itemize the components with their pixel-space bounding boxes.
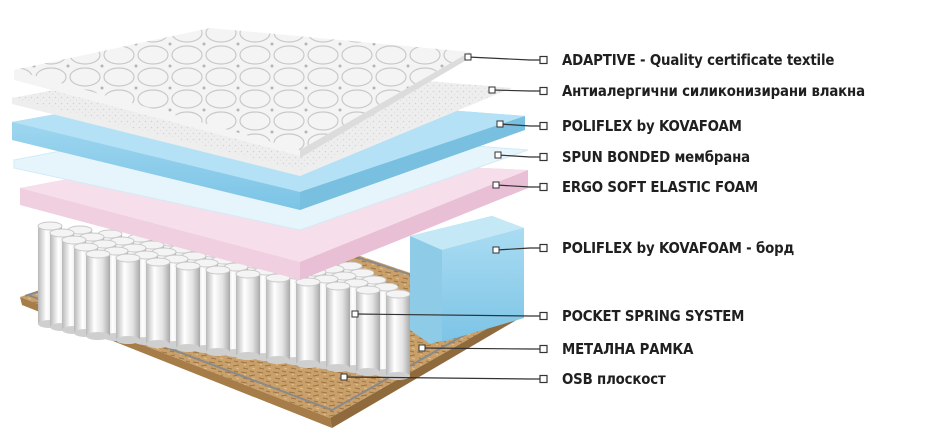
spring-coil — [325, 281, 351, 372]
spring-coil — [235, 269, 261, 360]
spring-coil — [145, 257, 171, 348]
spring-coil — [385, 289, 411, 380]
leader-ergo — [492, 181, 548, 192]
quilted-textile-top — [14, 28, 470, 158]
label-poliflex: POLIFLEX by KOVAFOAM — [562, 117, 742, 135]
leader-spun — [494, 151, 548, 162]
leader-adaptive — [464, 53, 548, 65]
label-spun: SPUN BONDED мембрана — [562, 148, 750, 166]
label-ergo: ERGO SOFT ELASTIC FOAM — [562, 178, 758, 196]
spring-coil — [175, 261, 201, 352]
label-poliflex-border: POLIFLEX by KOVAFOAM - борд — [562, 239, 795, 257]
spring-coil — [85, 249, 111, 340]
leader-poliflex — [496, 120, 548, 131]
spring-coil — [295, 277, 321, 368]
leader-springs — [351, 310, 548, 321]
leader-osb — [340, 373, 548, 384]
leader-poliflex-border — [492, 243, 548, 254]
label-silicone: Антиалергични силиконизирани влакна — [562, 82, 865, 100]
label-adaptive: ADAPTIVE - Quality certificate textile — [562, 51, 835, 69]
label-osb: OSB плоскост — [562, 370, 666, 388]
label-frame: МЕТАЛНА РАМКА — [562, 340, 694, 358]
spring-coil — [355, 285, 381, 376]
spring-coil — [115, 253, 141, 344]
label-springs: POCKET SPRING SYSTEM — [562, 307, 745, 325]
spring-coil — [205, 265, 231, 356]
leader-frame — [418, 344, 548, 354]
spring-coil — [265, 273, 291, 364]
leader-lines — [340, 53, 548, 384]
leader-silicone — [488, 86, 548, 96]
